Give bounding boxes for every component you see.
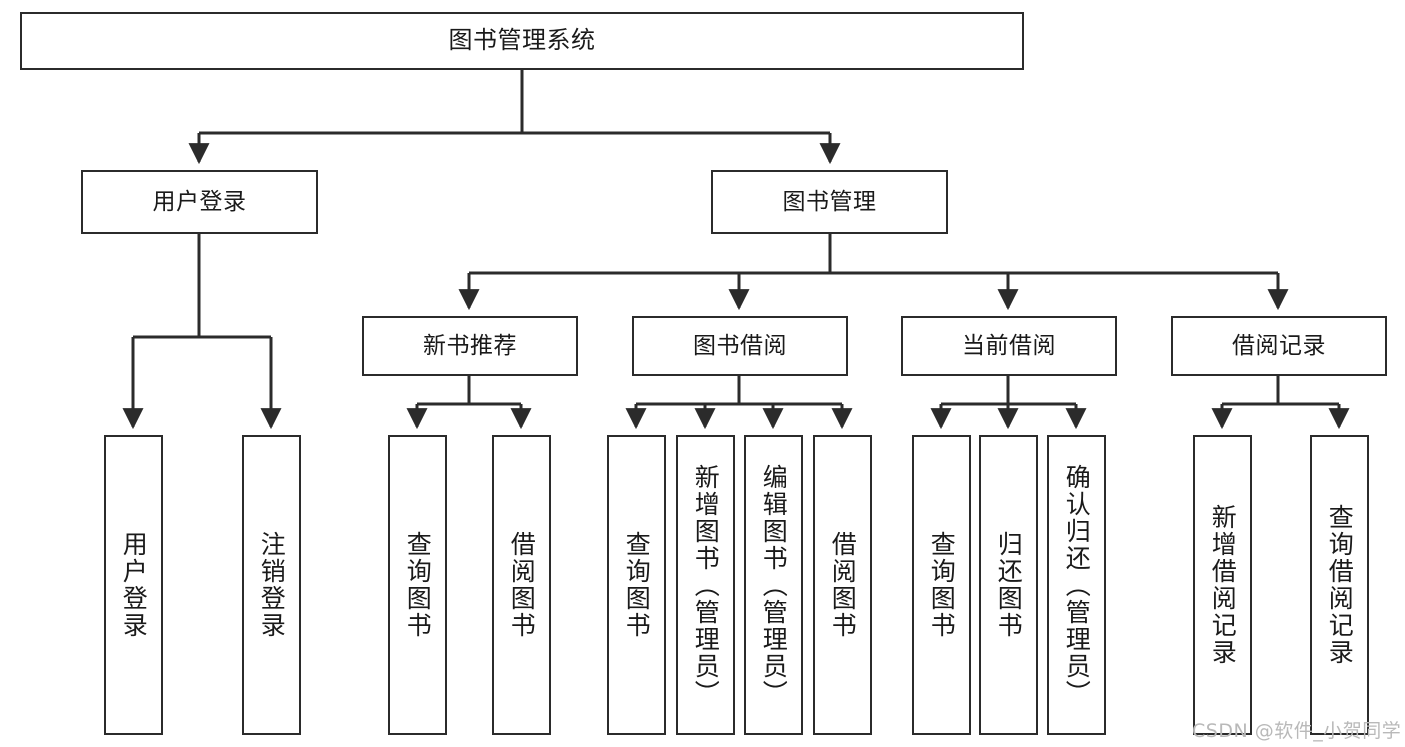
node-label: 当前借阅 — [962, 332, 1056, 359]
node-label: 用户登录 — [152, 188, 247, 215]
node-book-borrow[interactable]: 图书借阅 — [632, 316, 848, 376]
node-leaf-borrow-book-2[interactable]: 借阅图书 — [813, 435, 872, 735]
node-leaf-query-book-2[interactable]: 查询图书 — [607, 435, 666, 735]
node-label: 图书借阅 — [693, 332, 787, 359]
node-leaf-logout-login[interactable]: 注销登录 — [242, 435, 301, 735]
node-label: 归还图书 — [994, 531, 1024, 639]
node-label: 查询图书 — [403, 531, 433, 639]
node-root-system[interactable]: 图书管理系统 — [20, 12, 1024, 70]
node-label: 图书管理 — [782, 188, 877, 215]
node-label: 新书推荐 — [423, 332, 517, 359]
csdn-watermark: CSDN @软件_小贺同学 — [1192, 720, 1402, 742]
node-label: 用户登录 — [119, 531, 149, 639]
node-label: 查询图书 — [927, 531, 957, 639]
node-label: 编辑图书（管理员） — [759, 463, 789, 707]
node-leaf-borrow-book-1[interactable]: 借阅图书 — [492, 435, 551, 735]
node-label: 查询借阅记录 — [1325, 504, 1355, 666]
node-borrow-record[interactable]: 借阅记录 — [1171, 316, 1387, 376]
node-leaf-confirm-return[interactable]: 确认归还（管理员） — [1047, 435, 1106, 735]
node-new-book-recommend[interactable]: 新书推荐 — [362, 316, 578, 376]
node-user-login[interactable]: 用户登录 — [81, 170, 318, 234]
node-label: 查询图书 — [622, 531, 652, 639]
node-label: 注销登录 — [257, 531, 287, 639]
node-label: 图书管理系统 — [448, 26, 596, 55]
node-leaf-query-book-3[interactable]: 查询图书 — [912, 435, 971, 735]
node-leaf-query-book-1[interactable]: 查询图书 — [388, 435, 447, 735]
node-leaf-add-record[interactable]: 新增借阅记录 — [1193, 435, 1252, 735]
node-label: 借阅图书 — [828, 531, 858, 639]
node-leaf-edit-book[interactable]: 编辑图书（管理员） — [744, 435, 803, 735]
node-leaf-query-record[interactable]: 查询借阅记录 — [1310, 435, 1369, 735]
node-current-borrow[interactable]: 当前借阅 — [901, 316, 1117, 376]
node-book-manage[interactable]: 图书管理 — [711, 170, 948, 234]
node-leaf-add-book[interactable]: 新增图书（管理员） — [676, 435, 735, 735]
node-leaf-return-book[interactable]: 归还图书 — [979, 435, 1038, 735]
node-label: 新增借阅记录 — [1208, 504, 1238, 666]
node-label: 确认归还（管理员） — [1062, 463, 1092, 707]
node-label: 新增图书（管理员） — [691, 463, 721, 707]
node-label: 借阅记录 — [1232, 332, 1326, 359]
node-label: 借阅图书 — [507, 531, 537, 639]
node-leaf-user-login[interactable]: 用户登录 — [104, 435, 163, 735]
